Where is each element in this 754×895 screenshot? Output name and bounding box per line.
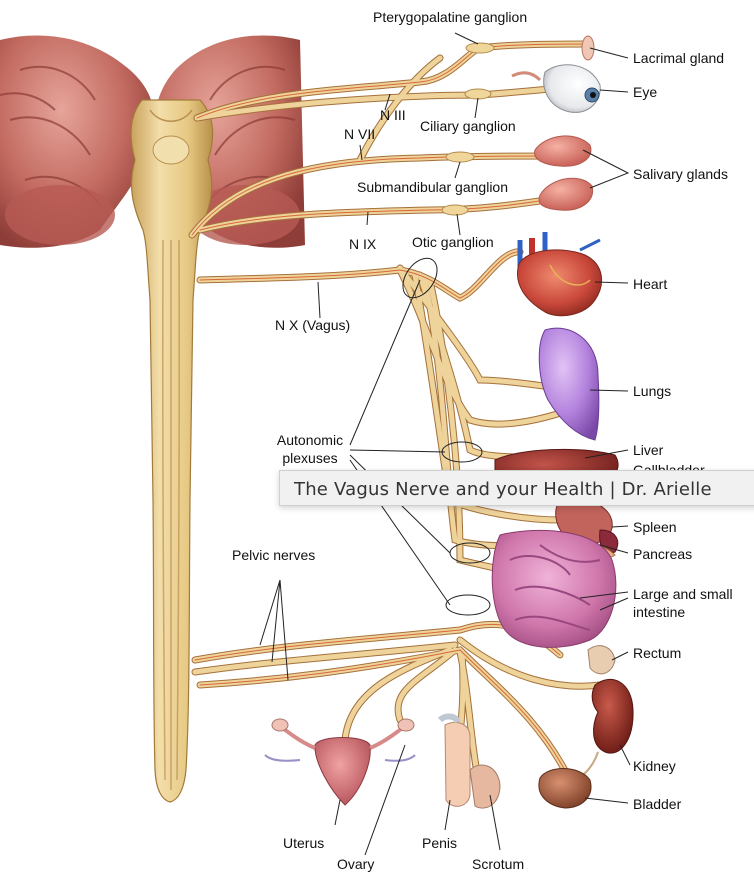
- label-n-vii: N VII: [344, 126, 376, 142]
- label-spleen: Spleen: [633, 519, 677, 535]
- label-liver: Liver: [633, 442, 664, 458]
- intestines: [491, 529, 617, 648]
- label-pelvic-nerves: Pelvic nerves: [232, 547, 316, 563]
- title-tooltip: The Vagus Nerve and your Health | Dr. Ar…: [279, 470, 754, 506]
- label-autonomic-plexuses: Autonomic plexuses: [276, 432, 344, 466]
- label-n-iii: N III: [380, 107, 406, 123]
- rectum: [587, 645, 616, 675]
- uterus: [264, 718, 416, 806]
- plexus-markers: [402, 257, 491, 616]
- eye: [511, 64, 601, 113]
- brain: [0, 35, 305, 248]
- label-scrotum: Scrotum: [472, 856, 525, 872]
- salivary-glands: [534, 135, 594, 211]
- label-penis: Penis: [422, 835, 458, 851]
- bladder: [538, 768, 592, 809]
- label-submandibular-ganglion: Submandibular ganglion: [357, 179, 508, 195]
- heart: [516, 232, 603, 317]
- leader-lines: [259, 32, 631, 856]
- label-vagus: N X (Vagus): [275, 317, 351, 333]
- lungs: [538, 327, 600, 441]
- label-lacrimal-gland: Lacrimal gland: [633, 50, 725, 66]
- kidney: [574, 678, 634, 781]
- label-salivary-glands: Salivary glands: [633, 166, 728, 182]
- tooltip-text: The Vagus Nerve and your Health | Dr. Ar…: [294, 479, 712, 500]
- spinal-cord: [130, 99, 214, 803]
- ganglia: [441, 42, 495, 216]
- label-rectum: Rectum: [633, 645, 682, 661]
- label-eye: Eye: [633, 84, 658, 100]
- label-n-ix: N IX: [349, 236, 377, 252]
- penis-scrotum: [437, 713, 501, 809]
- label-ciliary-ganglion: Ciliary ganglion: [420, 118, 516, 134]
- label-pterygopalatine-ganglion: Pterygopalatine ganglion: [373, 9, 528, 25]
- label-pancreas: Pancreas: [633, 546, 693, 562]
- label-otic-ganglion: Otic ganglion: [412, 234, 494, 250]
- label-intestine: Large and small intestine: [633, 586, 733, 620]
- label-heart: Heart: [633, 276, 668, 292]
- label-uterus: Uterus: [283, 835, 325, 851]
- label-ovary: Ovary: [337, 856, 375, 872]
- label-lungs: Lungs: [633, 383, 672, 399]
- label-kidney: Kidney: [633, 758, 676, 774]
- label-bladder: Bladder: [633, 796, 682, 812]
- lacrimal-gland: [581, 35, 595, 61]
